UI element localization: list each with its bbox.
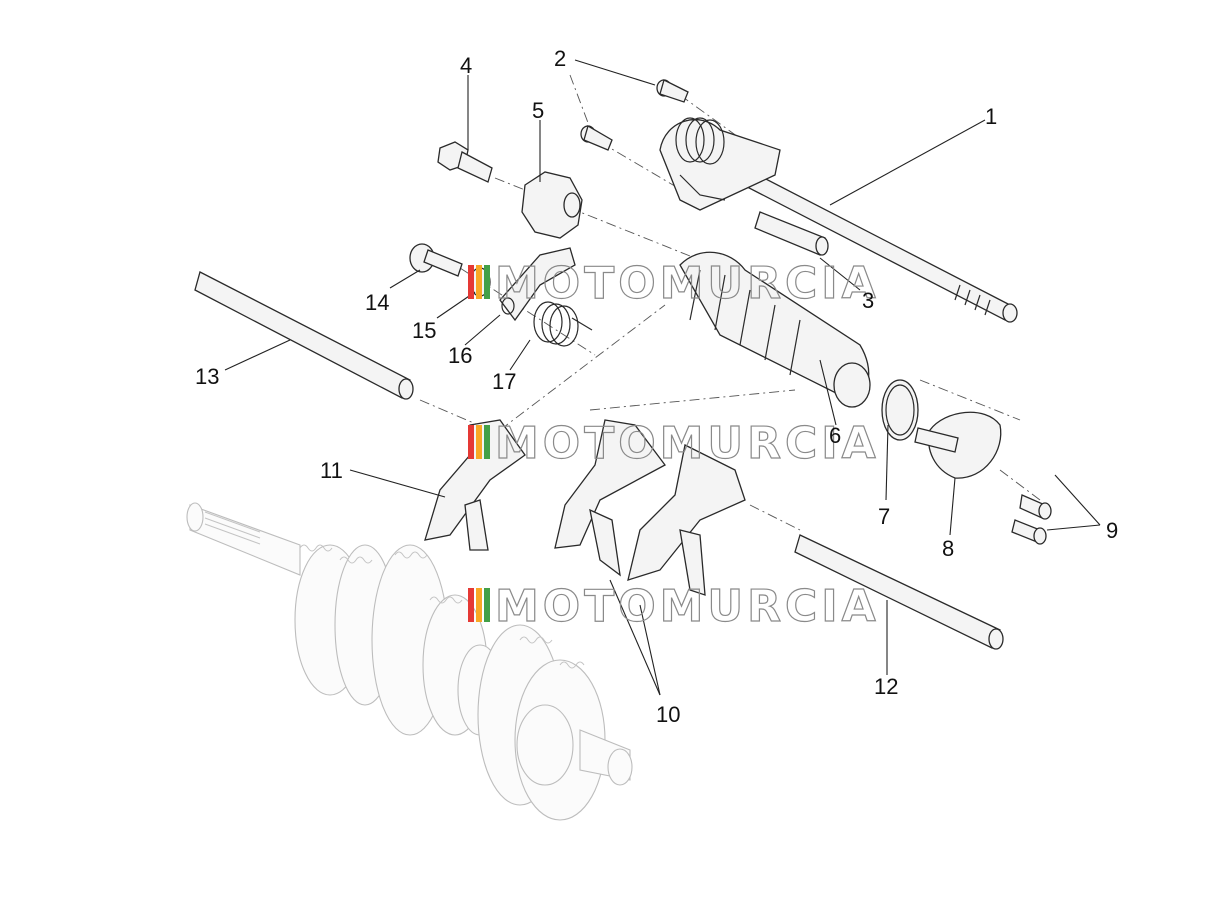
drum-cover-sensor — [914, 411, 1002, 479]
return-spring — [533, 301, 593, 347]
bolt-upper — [656, 79, 689, 103]
callout-labels: 1 2 3 4 5 6 7 8 9 10 11 12 13 14 15 16 1… — [195, 46, 1118, 727]
callout-12: 12 — [874, 674, 898, 699]
selector-lever — [499, 247, 576, 322]
watermark-flag-yellow — [476, 425, 482, 459]
watermark-flag-yellow — [476, 588, 482, 622]
watermark-text: MOTOMURCIA — [495, 258, 880, 309]
watermark-flag-red — [468, 265, 474, 299]
pivot-bolt — [409, 243, 463, 277]
callout-14: 14 — [365, 290, 389, 315]
callout-11: 11 — [320, 458, 343, 483]
gearbox-shafts-ghost — [186, 502, 633, 821]
watermark-text: MOTOMURCIA — [495, 581, 880, 632]
watermark-bottom: MOTOMURCIA — [468, 580, 880, 633]
selector-star-wheel — [521, 171, 583, 239]
stud-pin — [754, 211, 829, 256]
watermark-flag-green — [484, 425, 490, 459]
callout-5: 5 — [532, 98, 544, 123]
flange-bolt — [437, 141, 493, 183]
gear-shift-shaft — [659, 117, 1018, 323]
callout-7: 7 — [878, 504, 890, 529]
callout-17: 17 — [492, 369, 516, 394]
callout-3: 3 — [862, 288, 874, 313]
callout-4: 4 — [460, 53, 472, 78]
watermark-flag-green — [484, 265, 490, 299]
callout-1: 1 — [985, 104, 997, 129]
watermark-text: MOTOMURCIA — [495, 418, 880, 469]
callout-13: 13 — [195, 364, 219, 389]
callout-9: 9 — [1106, 518, 1118, 543]
bolt-lower — [580, 125, 613, 151]
fork-rod-left — [194, 271, 414, 400]
watermark-middle: MOTOMURCIA — [468, 417, 880, 470]
watermark-flag-red — [468, 425, 474, 459]
callout-15: 15 — [412, 318, 436, 343]
selector-drum — [679, 251, 871, 408]
callout-8: 8 — [942, 536, 954, 561]
selector-fork-left — [424, 419, 526, 551]
fork-rod-right — [794, 534, 1004, 650]
selector-fork-right — [627, 444, 746, 596]
callout-6: 6 — [829, 423, 841, 448]
selector-fork-middle — [554, 419, 666, 577]
cover-screw-lower — [1011, 519, 1047, 545]
callout-10: 10 — [656, 702, 680, 727]
callout-16: 16 — [448, 343, 472, 368]
callout-2: 2 — [554, 46, 566, 71]
watermark-flag-red — [468, 588, 474, 622]
cover-screw-upper — [1019, 494, 1052, 520]
watermark-flag-green — [484, 588, 490, 622]
watermark-flag-yellow — [476, 265, 482, 299]
o-ring — [881, 379, 919, 441]
watermark-top: MOTOMURCIA — [468, 257, 880, 310]
